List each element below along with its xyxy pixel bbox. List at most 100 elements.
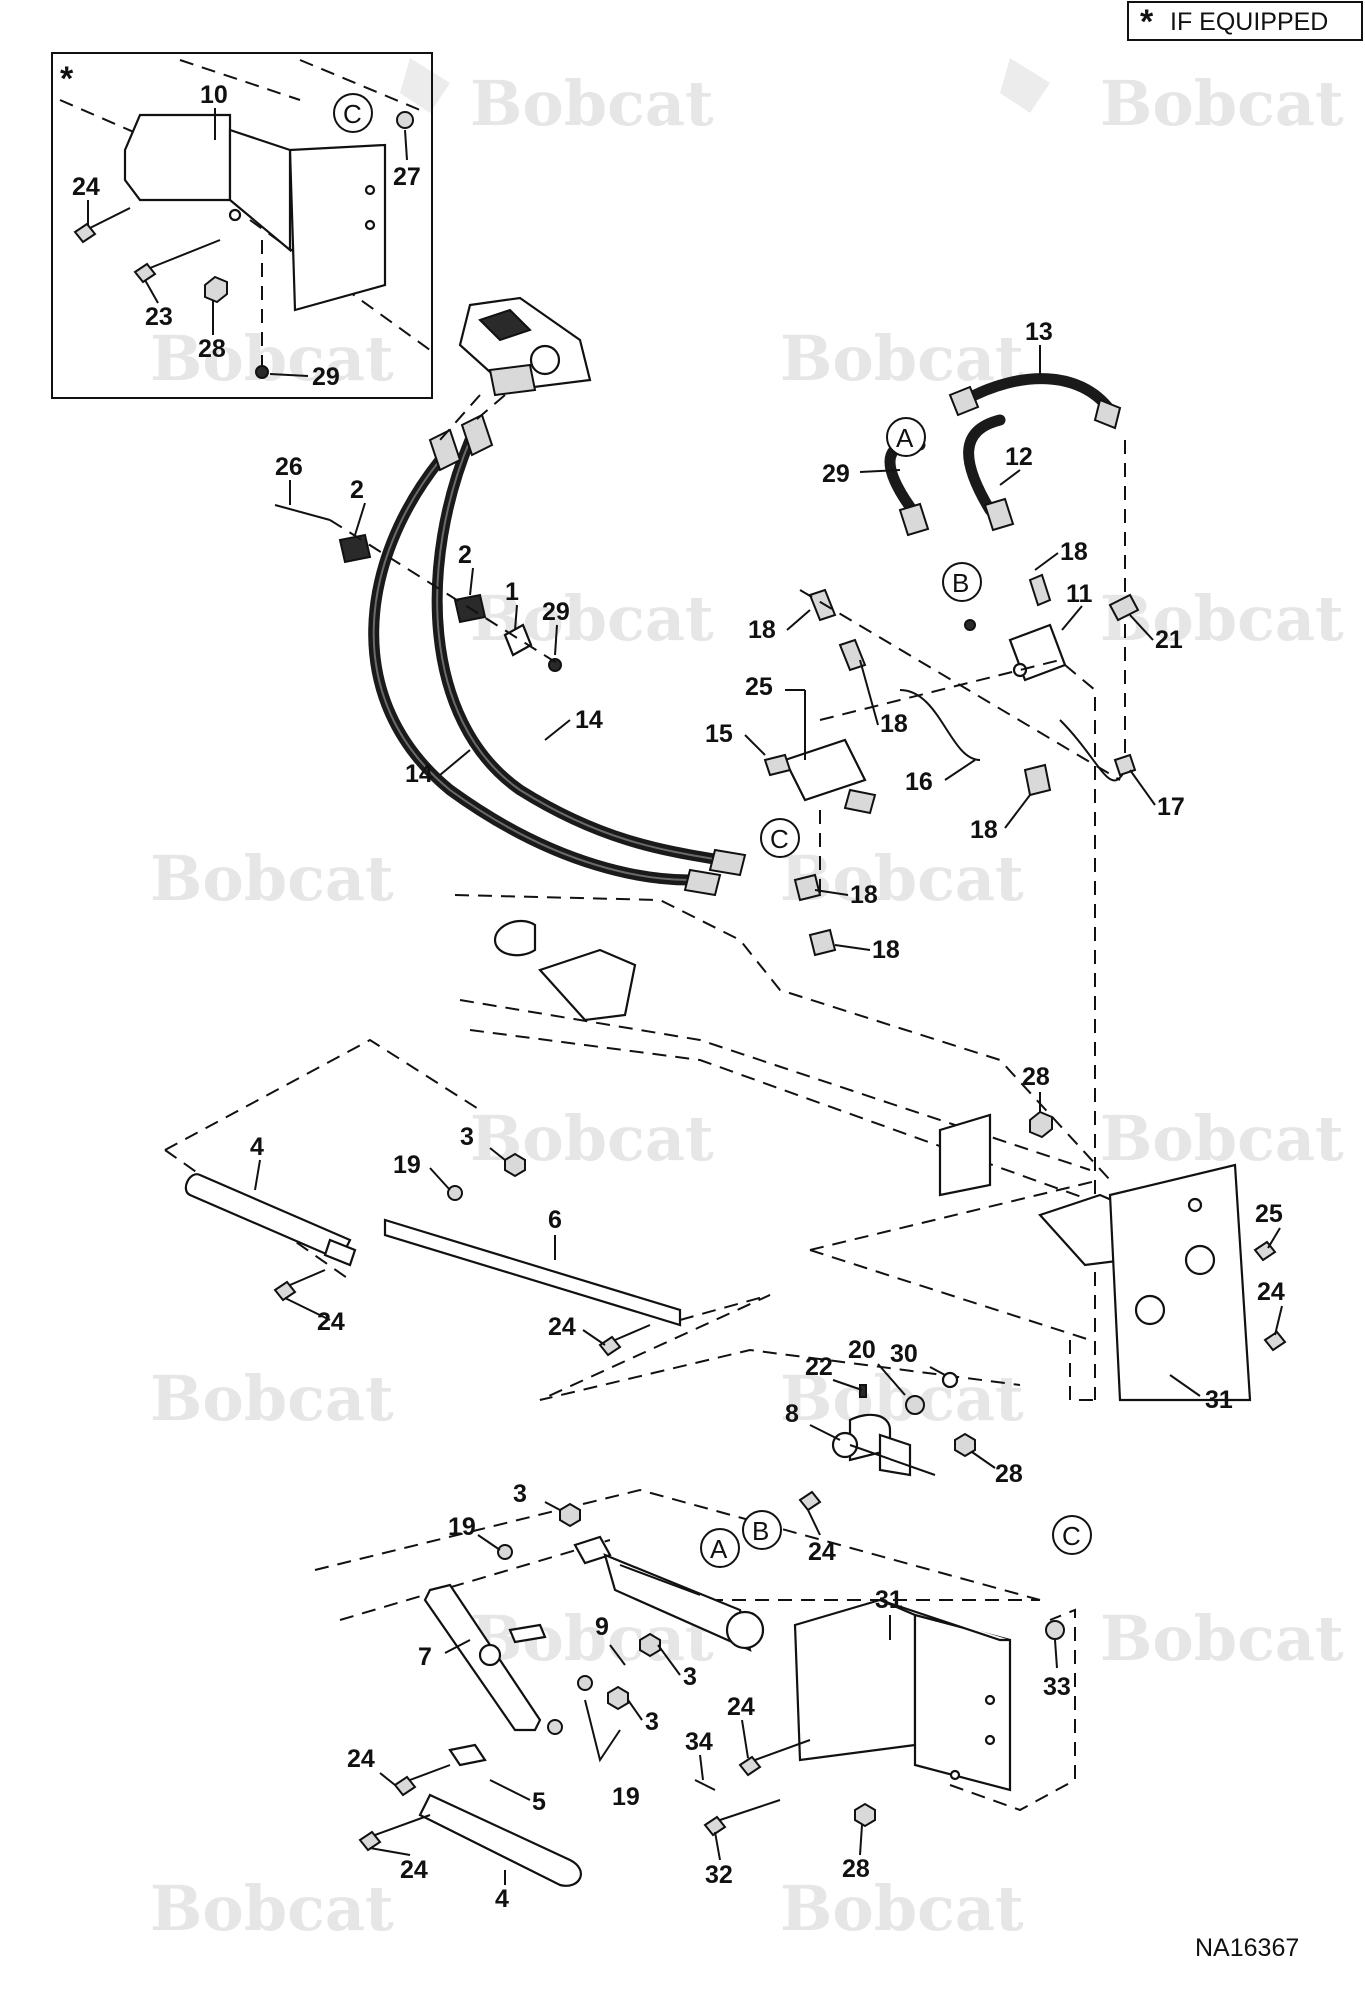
washer-20 bbox=[905, 1395, 925, 1415]
bolt-24-right bbox=[1263, 1330, 1287, 1352]
part-label-5: 5 bbox=[532, 1788, 546, 1816]
nut-27 bbox=[396, 111, 414, 129]
washer-33 bbox=[1045, 1620, 1065, 1640]
watermark-text: Bobcat bbox=[1100, 67, 1344, 140]
inset-box: * C bbox=[51, 52, 433, 399]
lever-7 bbox=[423, 1583, 547, 1732]
bobcat-logo-icon bbox=[400, 58, 450, 113]
part-label-10: 10 bbox=[200, 81, 228, 109]
part-label-19: 19 bbox=[393, 1151, 421, 1179]
watermark-layer: Bobcat Bobcat Bobcat Bobcat Bobcat Bobca… bbox=[150, 58, 1344, 1945]
part-label-3: 3 bbox=[645, 1708, 659, 1736]
tube-16 bbox=[793, 588, 1137, 957]
bolt-24-lower bbox=[798, 1490, 822, 1512]
watermark-text: Bobcat bbox=[780, 1362, 1024, 1435]
part-label-15: 15 bbox=[705, 720, 733, 748]
bolt-25-right bbox=[1253, 1240, 1277, 1262]
part-label-18: 18 bbox=[850, 881, 878, 909]
part-label-1: 1 bbox=[505, 578, 519, 606]
valve-11 bbox=[964, 573, 1140, 1400]
block-15 bbox=[763, 659, 1061, 900]
part-label-28: 28 bbox=[1022, 1063, 1050, 1091]
ref-c-label-lower: C bbox=[1062, 1521, 1081, 1551]
part-label-21: 21 bbox=[1155, 626, 1183, 654]
part-label-34: 34 bbox=[685, 1728, 713, 1756]
watermark-text: Bobcat bbox=[780, 322, 1024, 395]
nuts-3-lower bbox=[497, 1502, 661, 1763]
watermark-text: Bobcat bbox=[150, 322, 394, 395]
bracket-31-lower bbox=[793, 1598, 1076, 1812]
part-label-20: 20 bbox=[848, 1336, 876, 1364]
washer-19-upper bbox=[447, 1185, 463, 1201]
part-label-4: 4 bbox=[495, 1885, 509, 1913]
ref-ab-lower: A B bbox=[700, 1510, 782, 1568]
part-label-14: 14 bbox=[575, 706, 603, 734]
part-label-2: 2 bbox=[458, 541, 472, 569]
part-label-7: 7 bbox=[418, 1643, 432, 1671]
watermark-text: Bobcat bbox=[1100, 582, 1344, 655]
part-label-18: 18 bbox=[880, 710, 908, 738]
ref-c-inset: C bbox=[333, 93, 373, 133]
bolt-32 bbox=[703, 1799, 781, 1837]
part-label-31: 31 bbox=[1205, 1386, 1233, 1414]
part-label-4: 4 bbox=[250, 1133, 264, 1161]
bolt-24-upper-mid bbox=[598, 1324, 651, 1357]
ref-c-label-mid: C bbox=[770, 824, 789, 854]
part-label-9: 9 bbox=[595, 1613, 609, 1641]
bolt-24-lower-left-a bbox=[393, 1764, 451, 1797]
watermark-text: Bobcat bbox=[780, 842, 1024, 915]
hose-13-12 bbox=[884, 373, 1126, 770]
figure-id: NA16367 bbox=[1195, 1934, 1299, 1962]
nut-29 bbox=[255, 365, 269, 379]
washer-30 bbox=[941, 1371, 959, 1389]
part-label-30: 30 bbox=[890, 1340, 918, 1368]
part-label-12: 12 bbox=[1005, 443, 1033, 471]
leader-lines bbox=[87, 108, 1283, 1885]
part-label-24: 24 bbox=[1257, 1278, 1285, 1306]
fitting-22 bbox=[859, 1384, 867, 1398]
part-label-18: 18 bbox=[748, 616, 776, 644]
watermark-text: Bobcat bbox=[150, 842, 394, 915]
nut-28-bottom bbox=[854, 1802, 876, 1828]
part-label-18: 18 bbox=[1060, 538, 1088, 566]
part-label-13: 13 bbox=[1025, 318, 1053, 346]
bolt-24 bbox=[73, 207, 131, 244]
part-label-25: 25 bbox=[745, 673, 773, 701]
part-label-14: 14 bbox=[405, 760, 433, 788]
bracket-10 bbox=[123, 113, 387, 312]
ref-a-upper: A bbox=[886, 417, 926, 457]
control-valve bbox=[458, 296, 592, 397]
ref-c-lower: C bbox=[1052, 1515, 1092, 1555]
ref-b-upper: B bbox=[942, 562, 982, 602]
bolt-24-lower-mid bbox=[738, 1739, 811, 1777]
part-label-11: 11 bbox=[1066, 580, 1093, 608]
ref-a-label-lower: A bbox=[710, 1534, 728, 1564]
ref-b-label: B bbox=[952, 568, 969, 598]
part-label-17: 17 bbox=[1157, 793, 1185, 821]
if-equipped-label: IF EQUIPPED bbox=[1170, 8, 1328, 36]
handle-4-lower bbox=[358, 1743, 582, 1887]
main-frame bbox=[454, 894, 1287, 1402]
inset-asterisk: * bbox=[60, 60, 74, 98]
part-labels: 10 27 24 23 28 29 26 2 2 1 29 13 12 29 1… bbox=[72, 81, 1299, 1962]
part-label-6: 6 bbox=[548, 1206, 562, 1234]
part-label-3: 3 bbox=[513, 1480, 527, 1508]
if-equipped-note: * IF EQUIPPED bbox=[1127, 1, 1363, 41]
watermark-text: Bobcat bbox=[470, 67, 714, 140]
part-label-16: 16 bbox=[905, 768, 933, 796]
part-label-24: 24 bbox=[548, 1313, 576, 1341]
bolt-24-upper-left bbox=[273, 1269, 326, 1302]
part-label-8: 8 bbox=[785, 1400, 799, 1428]
part-label-26: 26 bbox=[275, 453, 303, 481]
part-label-24: 24 bbox=[317, 1308, 345, 1336]
hose-14-pair bbox=[368, 394, 747, 897]
part-label-22: 22 bbox=[805, 1353, 833, 1381]
bolt-23 bbox=[133, 239, 221, 284]
part-label-19: 19 bbox=[448, 1513, 476, 1541]
part-label-24: 24 bbox=[400, 1856, 428, 1884]
ref-a-label: A bbox=[896, 423, 914, 453]
ref-b-label-lower: B bbox=[752, 1516, 769, 1546]
watermark-text: Bobcat bbox=[150, 1872, 394, 1945]
nut-28 bbox=[204, 275, 228, 304]
